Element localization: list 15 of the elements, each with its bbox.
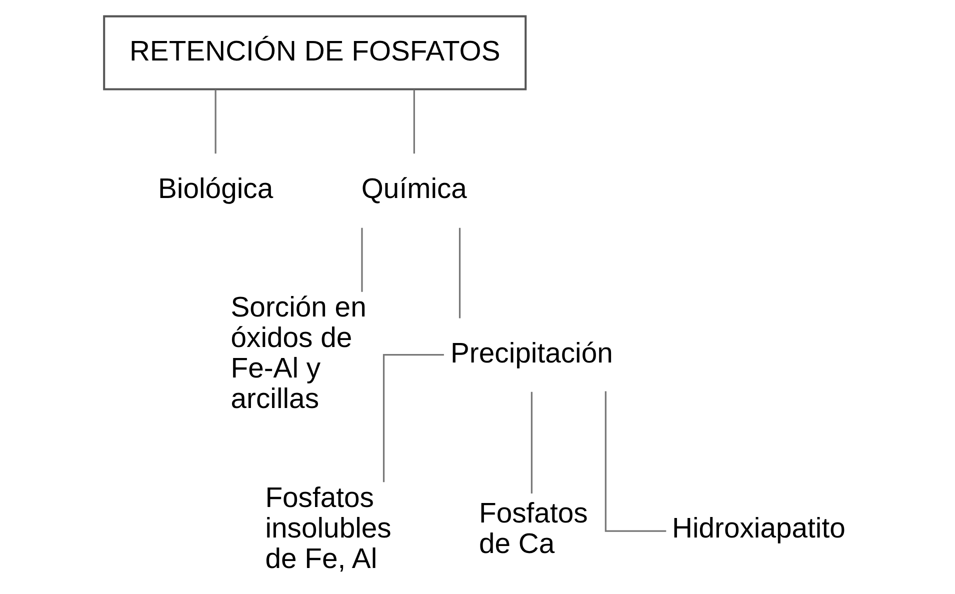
connector xyxy=(413,90,415,154)
node-text: Hidroxiapatito xyxy=(672,512,846,545)
node-text: Fosfatos insolubles de Fe, Al xyxy=(265,482,392,575)
connector xyxy=(361,228,363,292)
connector xyxy=(604,391,666,532)
node-text: Biológica xyxy=(158,173,274,206)
node-text: Química xyxy=(361,173,467,206)
node-text: Precipitación xyxy=(450,337,613,370)
connector xyxy=(530,392,533,494)
connector xyxy=(382,354,444,482)
node-text: Fosfatos de Ca xyxy=(479,497,588,560)
node-box: RETENCIÓN DE FOSFATOS xyxy=(103,15,527,90)
node-text: Sorción en óxidos de Fe-Al y arcillas xyxy=(230,292,366,415)
connector xyxy=(458,228,461,318)
connector xyxy=(214,90,216,154)
